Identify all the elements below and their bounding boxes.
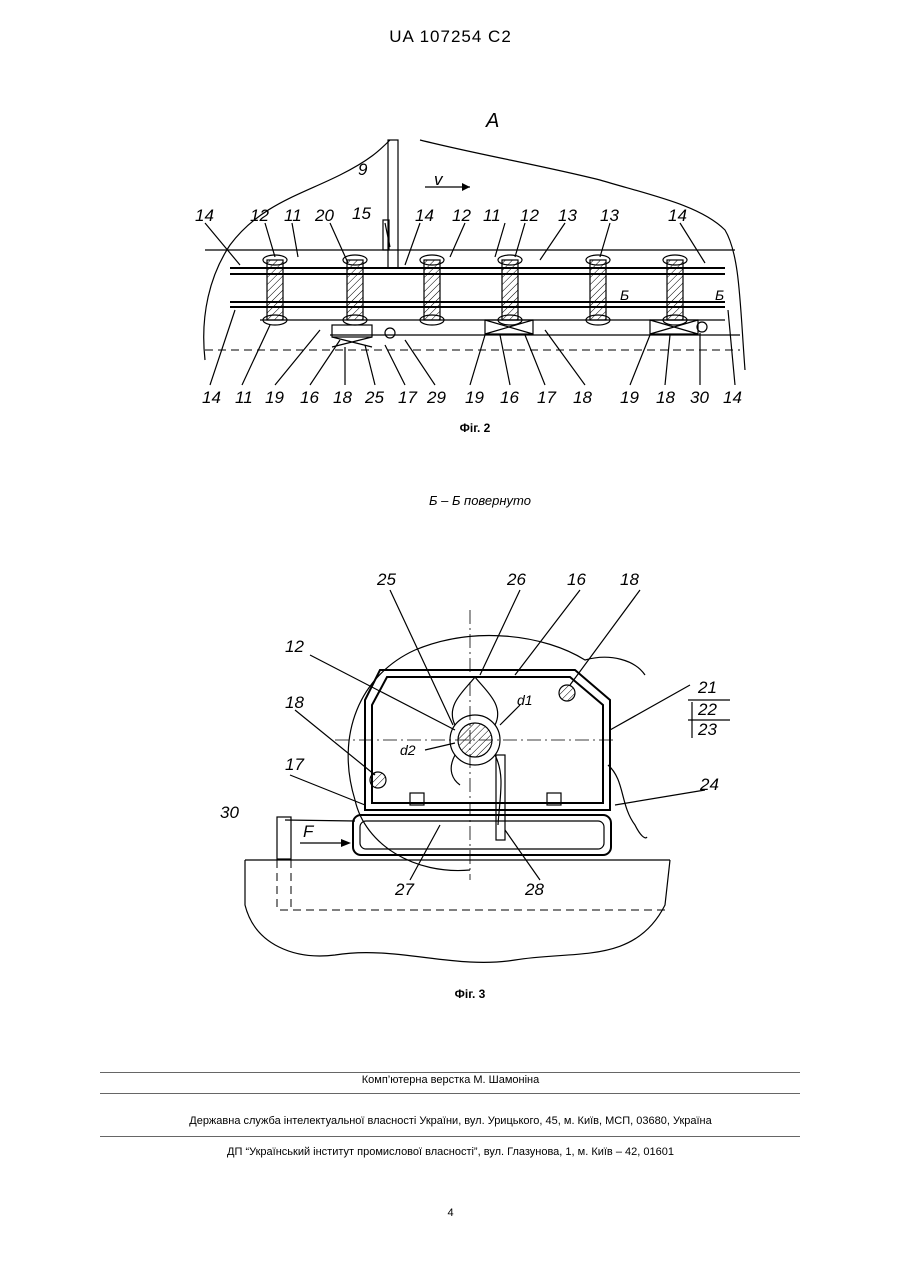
label-24: 24: [699, 775, 719, 794]
label-v: v: [434, 170, 444, 189]
label-18: 18: [656, 388, 675, 407]
label-22: 22: [697, 700, 717, 719]
label-15: 15: [352, 204, 371, 223]
label-d2: d2: [400, 742, 416, 758]
footer-rule: [100, 1093, 800, 1094]
label-12: 12: [285, 637, 304, 656]
label-13: 13: [558, 206, 577, 225]
label-12: 12: [452, 206, 471, 225]
figure-3-drawing: 25 26 16 18 12 21 22 23 18 d1 d2 24 17 3…: [215, 565, 735, 985]
label-17: 17: [537, 388, 556, 407]
label-20: 20: [314, 206, 334, 225]
view-letter: A: [486, 110, 499, 133]
label-16: 16: [500, 388, 519, 407]
label-11: 11: [284, 206, 302, 225]
label-16: 16: [567, 570, 586, 589]
figure-2-drawing: 9 v 15 14 12 11 20 14 12 11 12 13 13 14 …: [180, 135, 760, 415]
label-27: 27: [394, 880, 414, 899]
footer-rule: [100, 1136, 800, 1137]
label-11: 11: [483, 206, 501, 225]
label-18: 18: [285, 693, 304, 712]
label-d1: d1: [517, 692, 533, 708]
label-17: 17: [285, 755, 304, 774]
label-18: 18: [620, 570, 639, 589]
label-14: 14: [195, 206, 214, 225]
label-14: 14: [415, 206, 434, 225]
section-mark: Б: [715, 287, 724, 303]
footer-layout: Комп’ютерна верстка М. Шамоніна: [0, 1074, 901, 1086]
label-30: 30: [690, 388, 709, 407]
label-9: 9: [358, 160, 368, 179]
label-25: 25: [376, 570, 396, 589]
figure-2-caption: Фіг. 2: [415, 421, 535, 435]
label-19: 19: [265, 388, 284, 407]
label-21: 21: [697, 678, 717, 697]
label-30: 30: [220, 803, 239, 822]
section-mark: Б: [620, 287, 629, 303]
label-16: 16: [300, 388, 319, 407]
label-19: 19: [620, 388, 639, 407]
label-23: 23: [697, 720, 717, 739]
label-12: 12: [250, 206, 269, 225]
label-25: 25: [364, 388, 384, 407]
label-12: 12: [520, 206, 539, 225]
footer-rule: [100, 1072, 800, 1073]
label-29: 29: [426, 388, 446, 407]
label-14: 14: [723, 388, 742, 407]
label-14: 14: [668, 206, 687, 225]
label-11: 11: [235, 388, 253, 407]
footer-institute: ДП “Український інститут промислової вла…: [0, 1146, 901, 1158]
page-number: 4: [0, 1207, 901, 1219]
label-18: 18: [573, 388, 592, 407]
figure-3-caption: Фіг. 3: [410, 987, 530, 1001]
label-26: 26: [506, 570, 526, 589]
label-18: 18: [333, 388, 352, 407]
label-19: 19: [465, 388, 484, 407]
patent-number-header: UA 107254 C2: [0, 27, 901, 47]
label-17: 17: [398, 388, 417, 407]
label-14: 14: [202, 388, 221, 407]
footer-agency: Державна служба інтелектуальної власност…: [0, 1115, 901, 1127]
section-title: Б – Б повернуто: [330, 493, 630, 508]
label-28: 28: [524, 880, 544, 899]
label-F: F: [303, 822, 315, 841]
label-13: 13: [600, 206, 619, 225]
